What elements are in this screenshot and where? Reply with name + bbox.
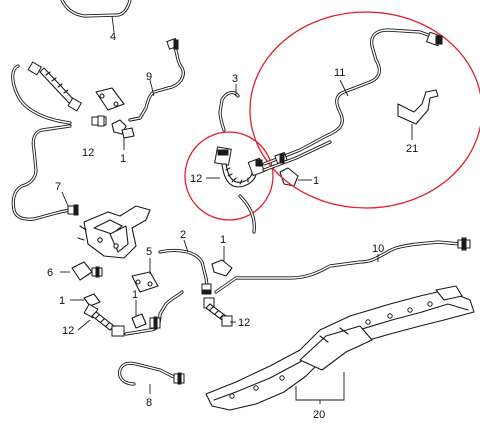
brake-pipe-4 — [60, 0, 132, 33]
callout-12-lower-left: 12 — [62, 325, 74, 337]
mounting-bracket-assembly — [61, 191, 151, 259]
callout-12-circle: 12 — [190, 173, 202, 185]
hose-clip-1-center — [279, 167, 312, 187]
callout-1-upper-left: 1 — [120, 153, 126, 165]
callout-8: 8 — [146, 397, 152, 409]
callout-5: 5 — [146, 246, 152, 258]
callout-1-left: 1 — [59, 295, 65, 307]
callout-12-lower-right: 12 — [238, 317, 250, 329]
callout-labels: 4 9 3 11 21 12 1 12 1 7 2 1 10 6 5 1 1 1… — [47, 31, 418, 421]
callout-7: 7 — [55, 181, 61, 193]
callout-1-mid: 1 — [220, 234, 226, 246]
callout-10: 10 — [372, 243, 384, 255]
flex-hose-12-lower-left — [77, 303, 125, 337]
highlight-circle-large — [249, 11, 480, 209]
callout-1-circle: 1 — [313, 175, 319, 187]
callout-2: 2 — [180, 229, 186, 241]
hose-clip-1-upper — [111, 119, 135, 150]
brake-pipe-11-detail — [249, 11, 480, 209]
bracket-plate-upper — [95, 87, 125, 111]
brake-pipe-9 — [128, 37, 185, 122]
callout-3: 3 — [232, 73, 238, 85]
brake-pipe-center-lower — [124, 290, 184, 336]
brake-pipe-8 — [118, 361, 185, 394]
hose-clip-1-mid — [211, 246, 233, 277]
bleeder-fitting-6 — [60, 261, 103, 281]
brake-pipe-3 — [218, 84, 240, 132]
callout-21: 21 — [406, 143, 418, 155]
underbody-cover-20 — [205, 285, 475, 411]
brake-pipe-10 — [214, 237, 471, 294]
callout-12-upper-left: 12 — [82, 147, 94, 159]
brake-pipe-left-assembly — [11, 61, 107, 221]
bracket-21 — [397, 89, 439, 140]
callout-6: 6 — [47, 267, 53, 279]
callout-11: 11 — [334, 67, 345, 79]
callout-4: 4 — [110, 31, 116, 43]
hose-clip-1-left — [70, 293, 101, 307]
brake-pipe-2 — [158, 239, 212, 295]
callout-20: 20 — [313, 409, 325, 421]
callout-9: 9 — [146, 71, 152, 83]
callout-1-center: 1 — [132, 289, 138, 301]
flex-hose-12-detail — [184, 131, 274, 234]
highlight-circle-small — [184, 131, 274, 221]
cover-plate-5 — [131, 258, 159, 293]
flex-hose-12-lower-right — [203, 297, 236, 327]
